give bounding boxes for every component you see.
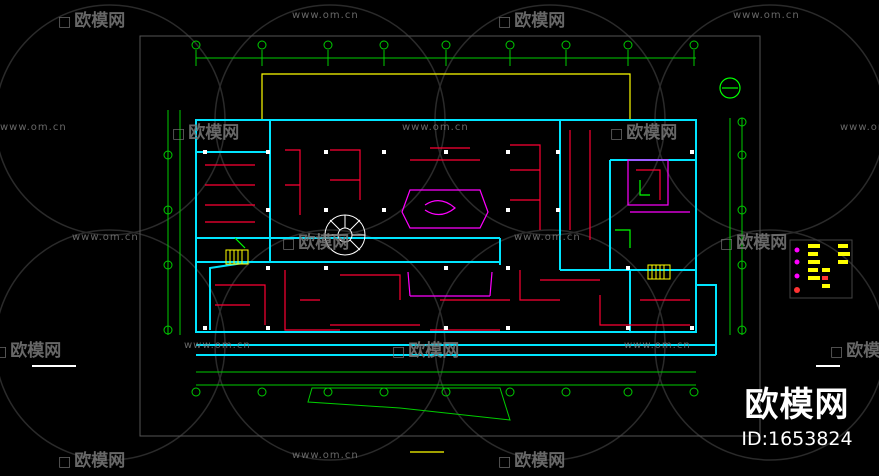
watermark-logo: □欧模网 bbox=[58, 11, 126, 31]
watermark-url: www.om.cn bbox=[402, 122, 469, 133]
watermark-url: www.om.cn bbox=[292, 10, 359, 21]
sofa-logo-icon: □ bbox=[58, 454, 72, 470]
light-fixtures bbox=[203, 150, 694, 330]
brand-block: 欧模网 ID:1653824 bbox=[738, 386, 856, 450]
sofa-logo-icon: □ bbox=[282, 236, 296, 252]
watermark-logo: □欧模网 bbox=[720, 233, 788, 253]
brand-id: ID:1653824 bbox=[741, 428, 853, 450]
north-arrow-icon bbox=[719, 77, 741, 99]
sofa-logo-icon: □ bbox=[830, 344, 844, 360]
spiral-stair bbox=[324, 214, 366, 256]
watermark-url: www.om.cn bbox=[292, 450, 359, 461]
watermark-logo: □欧模网 bbox=[610, 123, 678, 143]
watermark-url: www.om.cn bbox=[514, 232, 581, 243]
walls bbox=[195, 119, 717, 356]
sofa-logo-icon: □ bbox=[58, 14, 72, 30]
sofa-logo-icon: □ bbox=[498, 14, 512, 30]
annex-conduit bbox=[234, 180, 650, 249]
electrical-wiring bbox=[205, 130, 690, 331]
watermark-logo: □欧模网 bbox=[58, 451, 126, 471]
sofa-logo-icon: □ bbox=[498, 454, 512, 470]
legend-symbols-icon bbox=[789, 239, 853, 299]
watermark-logo: □欧模网 bbox=[498, 451, 566, 471]
watermark-url: www.om.cn bbox=[72, 232, 139, 243]
sofa-logo-icon: □ bbox=[610, 126, 624, 142]
watermark-logo: □欧模网 bbox=[0, 336, 61, 361]
brand-name: 欧模网 bbox=[744, 385, 850, 425]
axis-grid bbox=[163, 40, 747, 421]
sofa-logo-icon: □ bbox=[172, 126, 186, 142]
watermark-url: www.om.cn bbox=[0, 122, 67, 133]
watermark-logo: □欧模网 bbox=[830, 341, 879, 361]
drawing-frame bbox=[139, 35, 761, 437]
sofa-logo-icon: □ bbox=[392, 344, 406, 360]
watermark-url: www.om.cn bbox=[840, 122, 879, 133]
watermark-url: www.om.cn bbox=[733, 10, 800, 21]
watermark-url: www.om.cn bbox=[184, 340, 251, 351]
watermark-url: www.om.cn bbox=[624, 340, 691, 351]
watermark-logo: □欧模网 bbox=[498, 11, 566, 31]
roof-outline bbox=[261, 73, 631, 453]
watermark-logo: □欧模网 bbox=[282, 233, 350, 253]
sofa-logo-icon: □ bbox=[720, 236, 734, 252]
stairs bbox=[225, 249, 671, 280]
sofa-logo-icon: □ bbox=[0, 344, 8, 360]
furniture bbox=[401, 159, 690, 297]
watermark-logo: □欧模网 bbox=[172, 123, 240, 143]
watermark-logo: □欧模网 bbox=[392, 341, 460, 361]
